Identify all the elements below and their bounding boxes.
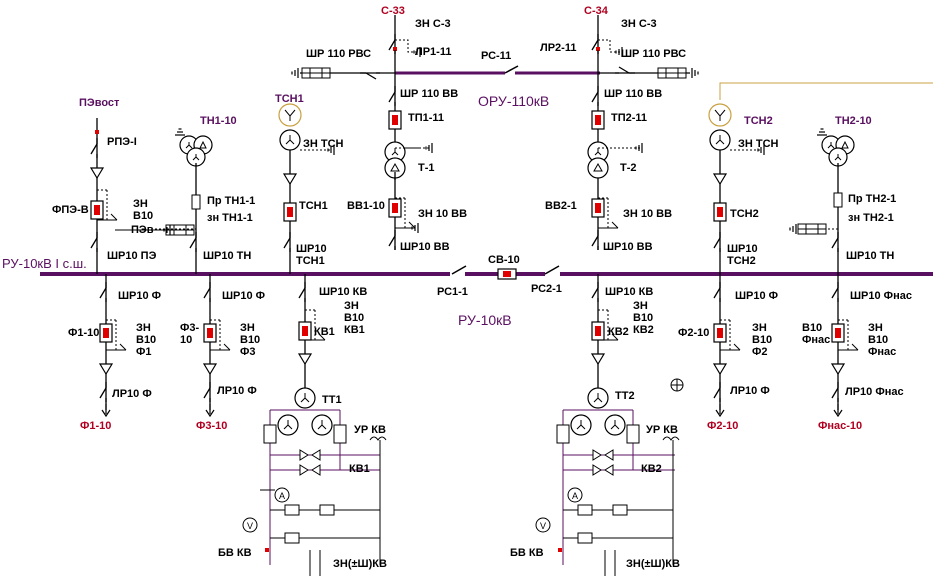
- label-bv-kv2[interactable]: БВ КВ: [510, 547, 544, 559]
- label-lr2[interactable]: ЛР2-11: [540, 42, 577, 54]
- label-tp2[interactable]: ТП2-11: [611, 112, 648, 124]
- label-oru-110: ОРУ-110кВ: [478, 93, 550, 109]
- label-f2-out[interactable]: Ф2-10: [707, 420, 739, 432]
- svg-text:A: A: [279, 491, 285, 501]
- label-zn-c3-left[interactable]: ЗН С-3: [415, 18, 451, 30]
- label-f3-sw[interactable]: Ф3- 10: [180, 322, 200, 346]
- sv-10-breaker: [497, 268, 517, 280]
- label-fn-lr[interactable]: ЛР10 Фнас: [845, 386, 904, 398]
- label-zn-tsn2[interactable]: ЗН ТСН: [738, 138, 779, 150]
- label-sv10[interactable]: СВ-10: [488, 254, 520, 266]
- label-tn1[interactable]: ТН1-10: [200, 115, 237, 127]
- label-zn-tn1[interactable]: зн ТН1-1: [207, 212, 253, 224]
- label-shr10-tn1[interactable]: ШР10 ТН: [203, 250, 252, 262]
- label-pr-tn1[interactable]: Пр ТН1-1: [207, 195, 256, 207]
- svg-text:V: V: [247, 521, 253, 531]
- rs-11-disconnector: [504, 65, 519, 74]
- label-tp1[interactable]: ТП1-11: [408, 112, 445, 124]
- label-f3-out[interactable]: Ф3-10: [196, 420, 228, 432]
- label-zn-kv2[interactable]: ЗН(±Ш)КВ: [626, 558, 680, 570]
- label-fpe[interactable]: ФПЭ-В: [52, 204, 89, 216]
- label-bus: РУ-10кВ I с.ш.: [2, 256, 87, 271]
- label-lr1[interactable]: ЛР1-11: [415, 46, 452, 58]
- label-shr10-pe[interactable]: ШР10 ПЭ: [107, 250, 157, 262]
- label-tt2[interactable]: ТТ2: [615, 390, 635, 402]
- label-f1-zn[interactable]: ЗН В10 Ф1: [136, 322, 157, 358]
- label-f2-lr[interactable]: ЛР10 Ф: [730, 385, 770, 397]
- label-rc1[interactable]: РС1-1: [437, 286, 468, 298]
- label-kv1-zn[interactable]: ЗН В10 КВ1: [344, 300, 365, 336]
- label-tsn2[interactable]: ТСН2: [744, 115, 773, 127]
- label-shr10-vv2[interactable]: ШР10 ВВ: [603, 241, 653, 253]
- label-f3-zn[interactable]: ЗН В10 Ф3: [240, 322, 261, 358]
- label-f1-sw[interactable]: Ф1-10: [68, 327, 100, 339]
- label-fn-out[interactable]: Фнас-10: [818, 420, 863, 432]
- label-zn-tsn1[interactable]: ЗН ТСН: [303, 138, 344, 150]
- label-rpe[interactable]: РПЭ-І: [107, 136, 137, 148]
- label-c33[interactable]: С-33: [381, 5, 405, 17]
- label-fn-shr[interactable]: ШР10 Фнас: [850, 290, 912, 302]
- label-tn2[interactable]: ТН2-10: [835, 115, 872, 127]
- label-f1-lr[interactable]: ЛР10 Ф: [112, 388, 152, 400]
- label-ru-10: РУ-10кВ: [458, 312, 512, 328]
- external-line: [719, 82, 933, 100]
- label-c34[interactable]: С-34: [584, 5, 608, 17]
- label-shr110-vv-right[interactable]: ШР 110 ВВ: [604, 88, 663, 100]
- label-rc11[interactable]: РС-11: [481, 50, 512, 62]
- svg-text:A: A: [572, 491, 578, 501]
- label-shr110-rv-left[interactable]: ШР 110 РВС: [306, 48, 372, 60]
- svg-text:V: V: [540, 521, 546, 531]
- label-f3-lr[interactable]: ЛР10 Ф: [217, 385, 257, 397]
- label-vv1[interactable]: ВВ1-10: [347, 200, 385, 212]
- label-pevost[interactable]: ПЭвост: [79, 97, 120, 109]
- label-bv-kv1[interactable]: БВ КВ: [218, 547, 252, 559]
- label-vv2[interactable]: ВВ2-1: [545, 200, 577, 212]
- label-shr10-vv1[interactable]: ШР10 ВВ: [400, 241, 450, 253]
- label-zn-10vv2[interactable]: ЗН 10 ВВ: [623, 208, 673, 220]
- label-zn-tn2[interactable]: зн ТН2-1: [848, 212, 894, 224]
- label-kv2-sw[interactable]: КВ2: [608, 326, 629, 338]
- label-f1-shr[interactable]: ШР10 Ф: [118, 290, 162, 302]
- label-shr110-vv-left[interactable]: ШР 110 ВВ: [400, 88, 459, 100]
- label-ur-kv1[interactable]: УР КВ: [354, 424, 386, 436]
- label-f2-sw[interactable]: Ф2-10: [678, 327, 710, 339]
- label-shr10-tsn1[interactable]: ШР10 ТСН1: [296, 243, 327, 267]
- label-rc2[interactable]: РС2-1: [531, 283, 562, 295]
- label-f3-shr[interactable]: ШР10 Ф: [222, 290, 266, 302]
- label-tt1[interactable]: ТТ1: [322, 394, 342, 406]
- rs1-1-disconnector: [451, 265, 467, 275]
- label-zn-kv1[interactable]: ЗН(±Ш)КВ: [333, 558, 387, 570]
- label-pr-tn2[interactable]: Пр ТН2-1: [848, 193, 897, 205]
- label-tsn2-sw[interactable]: ТСН2: [730, 208, 759, 220]
- label-shr110-rv-right[interactable]: ШР 110 РВС: [621, 48, 687, 60]
- label-zn-10vv1[interactable]: ЗН 10 ВВ: [418, 208, 468, 220]
- label-tsn1[interactable]: ТСН1: [275, 93, 304, 105]
- rs2-1-disconnector: [544, 265, 560, 275]
- label-t1[interactable]: Т-1: [418, 162, 435, 174]
- label-f1-out[interactable]: Ф1-10: [80, 420, 112, 432]
- label-f2-zn[interactable]: ЗН В10 Ф2: [752, 322, 773, 358]
- label-shr10-tn2[interactable]: ШР10 ТН: [846, 250, 895, 262]
- label-zn-c3-right[interactable]: ЗН С-3: [621, 18, 657, 30]
- label-kv1-b[interactable]: КВ1: [349, 463, 370, 475]
- label-shr10-tsn2[interactable]: ШР10 ТСН2: [727, 243, 758, 267]
- label-zn-b10-pe[interactable]: ЗН В10: [133, 198, 154, 222]
- label-kv1-shr[interactable]: ШР10 КВ: [319, 286, 368, 298]
- label-kv2-zn[interactable]: ЗН В10 КВ2: [633, 300, 654, 336]
- label-fn-sw[interactable]: В10 Фнас: [802, 322, 831, 346]
- label-kv2-shr[interactable]: ШР10 КВ: [605, 286, 654, 298]
- label-pev[interactable]: ПЭв: [131, 224, 154, 236]
- label-ur-kv2[interactable]: УР КВ: [646, 424, 678, 436]
- label-tsn1-sw[interactable]: ТСН1: [299, 200, 328, 212]
- label-t2[interactable]: Т-2: [620, 162, 637, 174]
- label-fn-zn[interactable]: ЗН В10 Фнас: [868, 322, 897, 358]
- label-kv1-sw[interactable]: КВ1: [314, 326, 335, 338]
- crosshair-icon: [670, 378, 684, 392]
- label-kv2-b[interactable]: КВ2: [641, 463, 662, 475]
- label-f2-shr[interactable]: ШР10 Ф: [735, 290, 779, 302]
